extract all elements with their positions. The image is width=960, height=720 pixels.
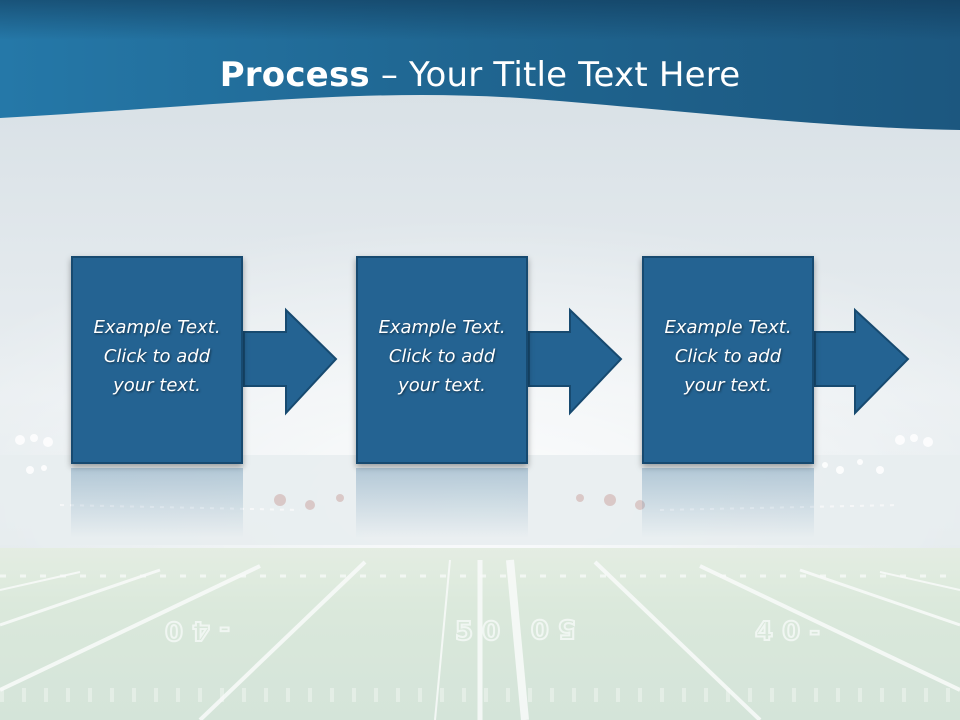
field-number-center-left: 5 0: [455, 617, 500, 647]
step-reflection: [71, 468, 243, 538]
hash-marks: [0, 574, 960, 702]
step-line: your text.: [398, 375, 486, 396]
step-text[interactable]: Example Text. Click to add your text.: [358, 313, 526, 400]
yard-lines: [0, 559, 960, 720]
process-arrows: [243, 307, 910, 416]
step-line: your text.: [113, 375, 201, 396]
step-line: Example Text.: [378, 317, 506, 338]
field-number-left: - 4 0: [165, 615, 230, 645]
process-step-2[interactable]: Example Text. Click to add your text.: [356, 256, 528, 464]
step-text[interactable]: Example Text. Click to add your text.: [644, 313, 812, 400]
step-text[interactable]: Example Text. Click to add your text.: [73, 313, 241, 400]
field-number-center-right: 5 0: [531, 613, 576, 643]
step-reflection: [356, 468, 528, 538]
step-line: Click to add: [674, 346, 782, 367]
title-rest: – Your Title Text Here: [369, 55, 741, 95]
step-line: your text.: [684, 375, 772, 396]
step-line: Example Text.: [93, 317, 221, 338]
slide-title[interactable]: Process – Your Title Text Here: [0, 52, 960, 98]
field-number-right: 4 0 -: [755, 617, 820, 647]
stadium-lights: [0, 434, 960, 545]
title-bold: Process: [219, 55, 370, 95]
step-line: Click to add: [103, 346, 211, 367]
step-reflection: [642, 468, 814, 538]
step-line: Example Text.: [664, 317, 792, 338]
right-arrow-icon: [243, 307, 338, 416]
step-line: Click to add: [388, 346, 496, 367]
right-arrow-icon: [814, 307, 910, 416]
field-numbers: - 4 0 5 0 5 0 4 0 -: [164, 612, 821, 648]
process-step-3[interactable]: Example Text. Click to add your text.: [642, 256, 814, 464]
right-arrow-icon: [528, 307, 623, 416]
process-step-1[interactable]: Example Text. Click to add your text.: [71, 256, 243, 464]
